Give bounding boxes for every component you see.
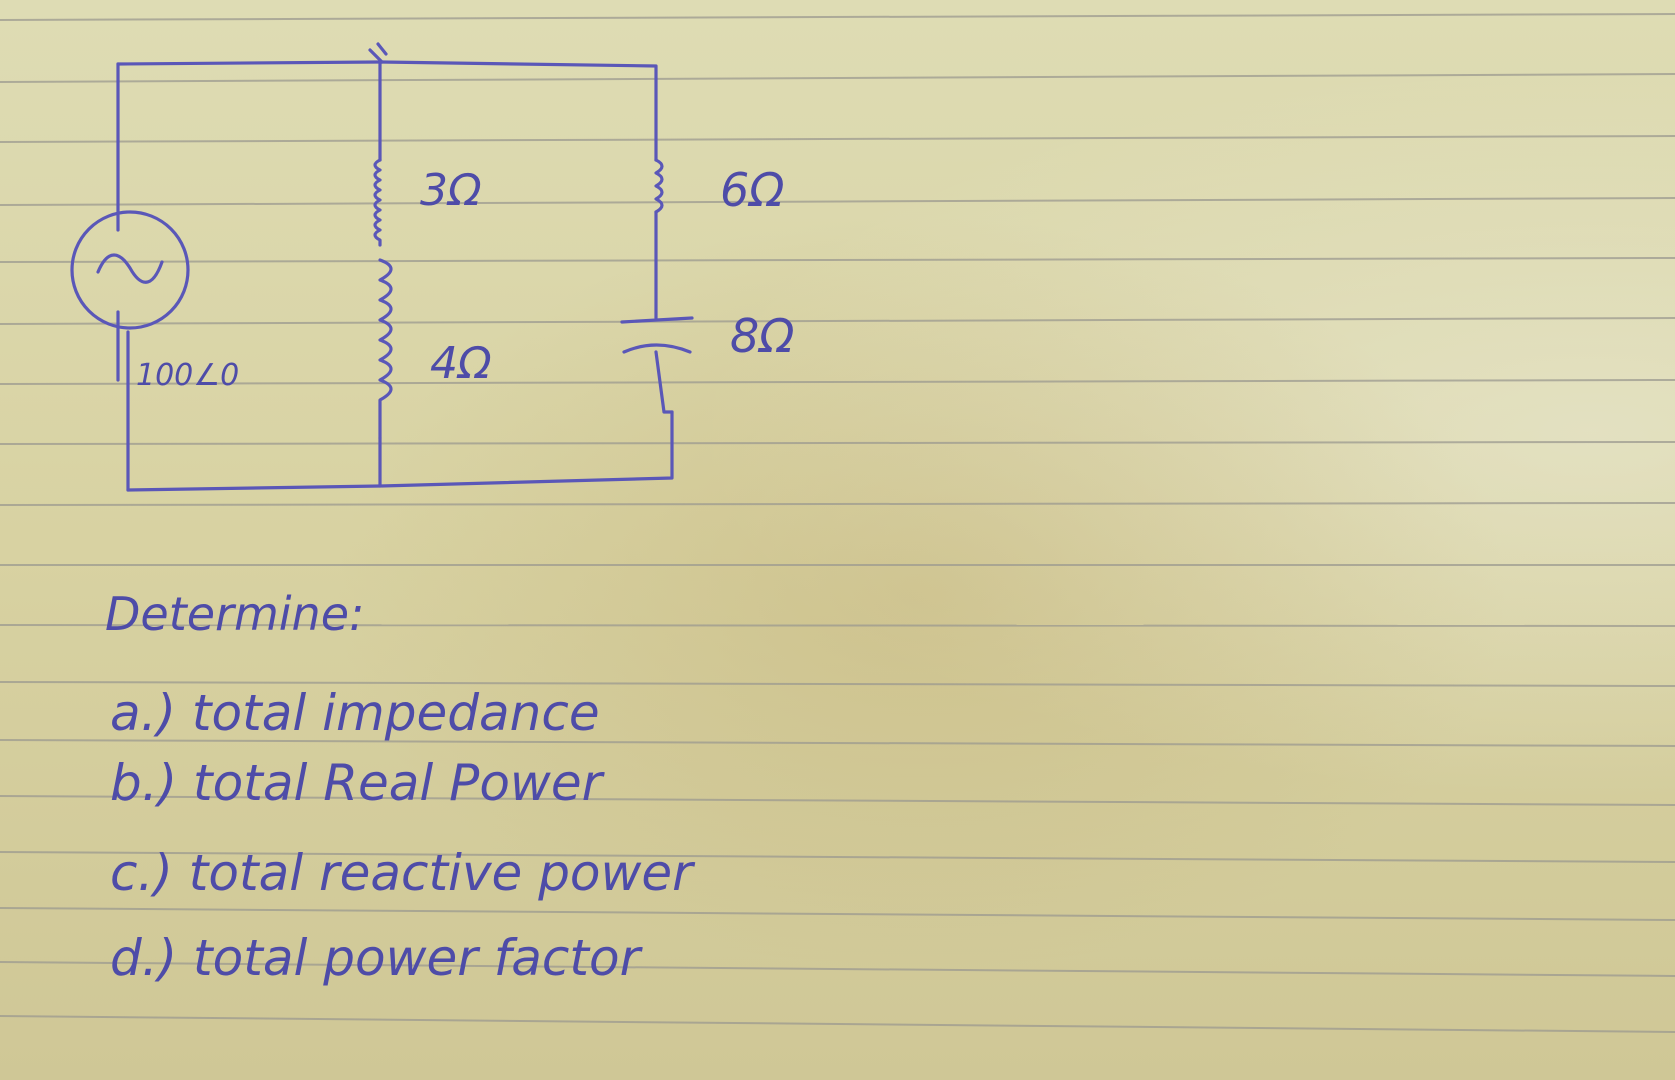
problem-item-d: d.) total power factor: [110, 929, 644, 987]
ruled-lines: [0, 13, 1675, 1033]
ac-source-icon: [70, 210, 190, 330]
resistor-3-ohm-label: 3Ω: [420, 165, 482, 216]
circuit-wiring: [116, 42, 674, 492]
problem-heading: Determine:: [105, 587, 365, 641]
source-label: 100∠0: [136, 358, 239, 393]
resistor-3-ohm-icon: [373, 158, 382, 247]
capacitor-8-ohm-label: 8Ω: [730, 309, 794, 363]
problem-item-c: c.) total reactive power: [110, 844, 696, 902]
resistor-6-ohm-label: 6Ω: [720, 163, 784, 217]
resistor-6-ohm-icon: [654, 158, 664, 214]
problem-item-b: b.) total Real Power: [110, 754, 606, 812]
inductor-4-ohm-icon: [378, 258, 393, 440]
inductor-4-ohm-label: 4Ω: [430, 338, 492, 389]
problem-item-a: a.) total impedance: [110, 684, 600, 742]
capacitor-8-ohm-icon: [620, 316, 694, 354]
